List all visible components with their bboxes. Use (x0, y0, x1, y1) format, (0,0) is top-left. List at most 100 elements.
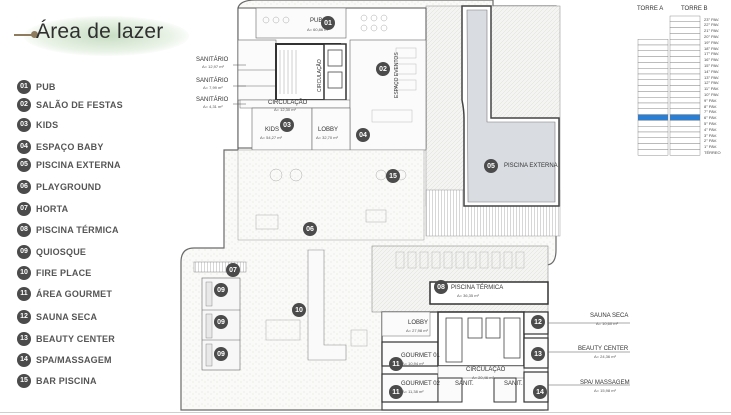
floor-label: 9° PAV. (704, 97, 718, 103)
gourmet01-room (381, 341, 439, 367)
sanit-a-label: SANIT. (455, 381, 474, 387)
room-badge: 09 (214, 347, 228, 361)
legend-badge: 10 (17, 265, 31, 280)
legend-item-pub: 01 PUB (17, 79, 56, 94)
title-dot-icon (31, 31, 38, 38)
legend-badge: 07 (17, 201, 31, 216)
lobby-top-area: A= 32,70 m² (316, 135, 338, 140)
tower-b-floor (669, 56, 701, 63)
pub-area: A= 60,86 m² (307, 27, 329, 32)
circulacao-top-label: CIRCULAÇÃO (268, 100, 308, 106)
legend-label: SALÃO DE FESTAS (36, 99, 123, 110)
legend-label: PUB (36, 81, 56, 92)
tower-a-floor (637, 39, 669, 46)
floor-label: 5° PAV. (704, 120, 718, 126)
tower-a-floor (637, 56, 669, 63)
tower-a-floor (637, 149, 669, 156)
tower-b-floor (669, 131, 701, 139)
tower-b-floor (669, 44, 701, 52)
room-badge: 06 (303, 222, 317, 236)
room-badge: 01 (321, 16, 335, 30)
legend-badge: 08 (17, 222, 31, 237)
bottom-rule (0, 412, 731, 413)
tower-a-floor (637, 79, 669, 86)
legend-label: QUIOSQUE (36, 246, 87, 257)
tower-b-floor (669, 149, 701, 156)
legend-badge: 01 (17, 79, 31, 94)
floor-label: 7° PAV. (704, 109, 718, 115)
legend-label: SPA/MASSAGEM (36, 354, 112, 365)
legend-label: PISCINA TÉRMICA (36, 224, 119, 235)
floor-label: 2° PAV. (704, 138, 718, 144)
spa-label: SPA/ MASSAGEM (580, 380, 630, 386)
tower-b-floor (669, 96, 701, 104)
tower-b-floor (669, 27, 701, 34)
horta-strip (193, 261, 247, 273)
gourmet01-area: A= 10,94 m² (402, 361, 424, 366)
legend-badge: 04 (17, 139, 31, 154)
floor-plan-drawing (180, 0, 630, 411)
floor-label: 10° PAV. (704, 91, 720, 97)
tower-b-floor (669, 50, 701, 57)
tower-b-floor (669, 79, 701, 86)
tower-a-floor (637, 96, 669, 104)
floor-label: 23° PAV. (704, 16, 720, 22)
tower-a-floor (637, 62, 669, 69)
legend-label: FIRE PLACE (36, 267, 92, 278)
sanitario1-area: A= 12,97 m² (202, 64, 224, 69)
tower-b-title: TORRE B (681, 6, 708, 12)
room-badge: 10 (292, 303, 306, 317)
room-badge: 09 (214, 315, 228, 329)
floor-label: 19° PAV. (704, 39, 720, 45)
tower-b-floor (669, 102, 701, 110)
legend-item-horta: 07 HORTA (17, 201, 68, 216)
floor-label: 1° PAV. (704, 144, 718, 150)
room-badge: 15 (386, 169, 400, 183)
beauty-center-label: BEAUTY CENTER (578, 346, 629, 352)
floor-plan: PUB A= 60,86 m² SANITÁRIO A= 12,97 m² SA… (176, 0, 634, 415)
circulacao-vert-label: CIRCULAÇÃO (317, 59, 323, 92)
lobby-bottom-label: LOBBY (408, 320, 429, 326)
tower-a-floor (637, 120, 669, 127)
floor-label: 16° PAV. (704, 57, 720, 63)
kids-label: KIDS (265, 127, 280, 133)
tower-a-title: TORRE A (637, 6, 664, 12)
tower-b-floor (669, 125, 701, 133)
room-badge: 03 (280, 118, 294, 132)
title-rule (14, 34, 34, 36)
tower-a-floor (637, 50, 669, 57)
tower-b-floor (669, 67, 701, 75)
lobby-bottom-area: A= 27,98 m² (406, 328, 428, 333)
room-badge: 02 (376, 62, 390, 76)
legend-label: HORTA (36, 203, 69, 214)
piscina-termica-area: A= 36,35 m² (457, 293, 479, 298)
tower-b-floor (669, 120, 701, 127)
tower-a-floor (637, 125, 669, 133)
sauna-seca-area: A= 10,60 m² (596, 321, 618, 326)
sanit-b-label: SANIT. (504, 381, 523, 387)
lower-core (437, 311, 525, 367)
floor-label: 13° PAV. (704, 74, 720, 80)
floor-label: 12° PAV. (704, 80, 720, 86)
room-badge: 11 (389, 385, 403, 399)
spa-area: A= 15,98 m² (594, 388, 616, 393)
circulacao-top-area: A= 12,30 m² (274, 107, 296, 112)
floor-label: 18° PAV. (704, 45, 720, 51)
sanitario2-area: A= 7,99 m² (203, 85, 223, 90)
legend-badge: 03 (17, 117, 31, 132)
legend-badge: 12 (17, 309, 31, 324)
piscina-termica-label: PISCINA TÉRMICA (451, 285, 504, 291)
legend-badge: 13 (17, 331, 31, 346)
external-pool (466, 9, 556, 203)
room-badge: 08 (434, 280, 448, 294)
title-block: Área de lazer (14, 14, 189, 58)
tower-a-floor (637, 67, 669, 75)
espaco-eventos-label: ESPAÇO EVENTOS (394, 52, 400, 98)
fire-place-wall (307, 249, 347, 361)
floor-label: TÉRREO (704, 149, 721, 155)
floor-label: 17° PAV. (704, 51, 720, 57)
